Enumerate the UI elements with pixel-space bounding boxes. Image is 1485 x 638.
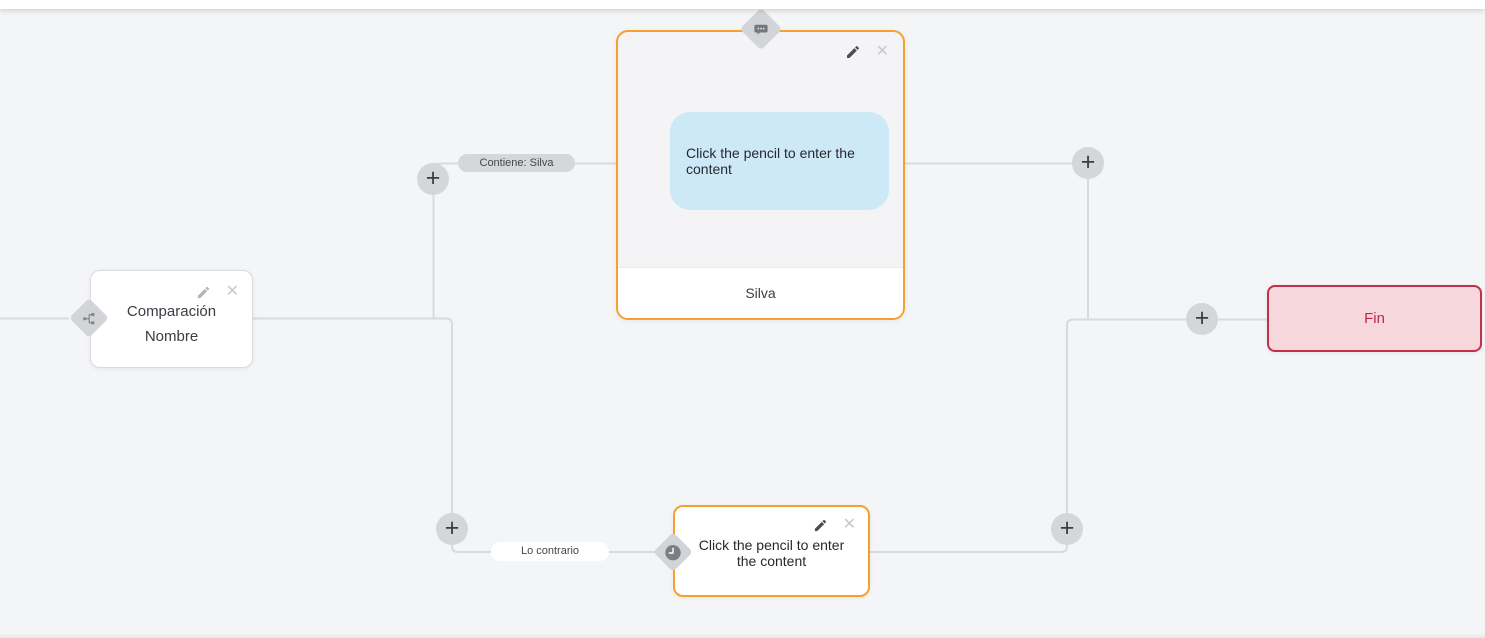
clock-icon: [664, 543, 683, 562]
add-step-button-message-out[interactable]: +: [1072, 147, 1104, 179]
add-step-button-before-end[interactable]: +: [1186, 303, 1218, 335]
message-node-footer: Silva: [618, 267, 903, 318]
edit-pencil-icon[interactable]: [813, 518, 828, 533]
edge-message-out: [905, 162, 1089, 319]
message-type-badge: [739, 7, 783, 51]
wait-type-badge: [653, 532, 693, 572]
message-bubble-text: Click the pencil to enter the content: [686, 145, 855, 177]
message-node[interactable]: ✕ Click the pencil to enter the content …: [616, 30, 905, 320]
branch-label-contains: Contiene: Silva: [458, 154, 575, 172]
sitemap-icon: [82, 311, 97, 326]
edit-pencil-icon[interactable]: [196, 285, 211, 300]
toolbar-bottom-edge: [0, 0, 1485, 9]
message-bubble: Click the pencil to enter the content: [670, 112, 889, 210]
edge-wait-out-merge: [869, 318, 1267, 553]
end-node[interactable]: Fin: [1267, 285, 1482, 352]
add-step-button-bottom-branch[interactable]: +: [436, 513, 468, 545]
message-bubble-icon: [753, 21, 769, 37]
delete-icon[interactable]: ✕: [842, 516, 856, 533]
canvas-bottom-edge: [0, 633, 1485, 638]
condition-title-line2: Nombre: [144, 328, 199, 345]
add-step-button-top-branch[interactable]: +: [417, 163, 449, 195]
branch-label-otherwise: Lo contrario: [491, 542, 609, 561]
edge-branch-top: [432, 162, 616, 319]
end-node-label: Fin: [1364, 310, 1385, 327]
condition-title-line1: Comparación: [126, 303, 217, 320]
add-step-button-wait-out[interactable]: +: [1051, 513, 1083, 545]
wait-node-text: Click the pencil to enter the content: [698, 537, 845, 569]
edge-branch-bottom: [253, 317, 657, 553]
wait-node[interactable]: ✕ Click the pencil to enter the content: [673, 505, 870, 597]
condition-node-title: Comparación Nombre: [91, 299, 252, 349]
edit-pencil-icon[interactable]: [845, 44, 861, 60]
condition-type-badge: [69, 298, 109, 338]
message-node-name: Silva: [745, 285, 776, 301]
condition-node[interactable]: ✕ Comparación Nombre: [90, 270, 253, 368]
delete-icon[interactable]: ✕: [225, 283, 239, 300]
delete-icon[interactable]: ✕: [875, 43, 889, 60]
